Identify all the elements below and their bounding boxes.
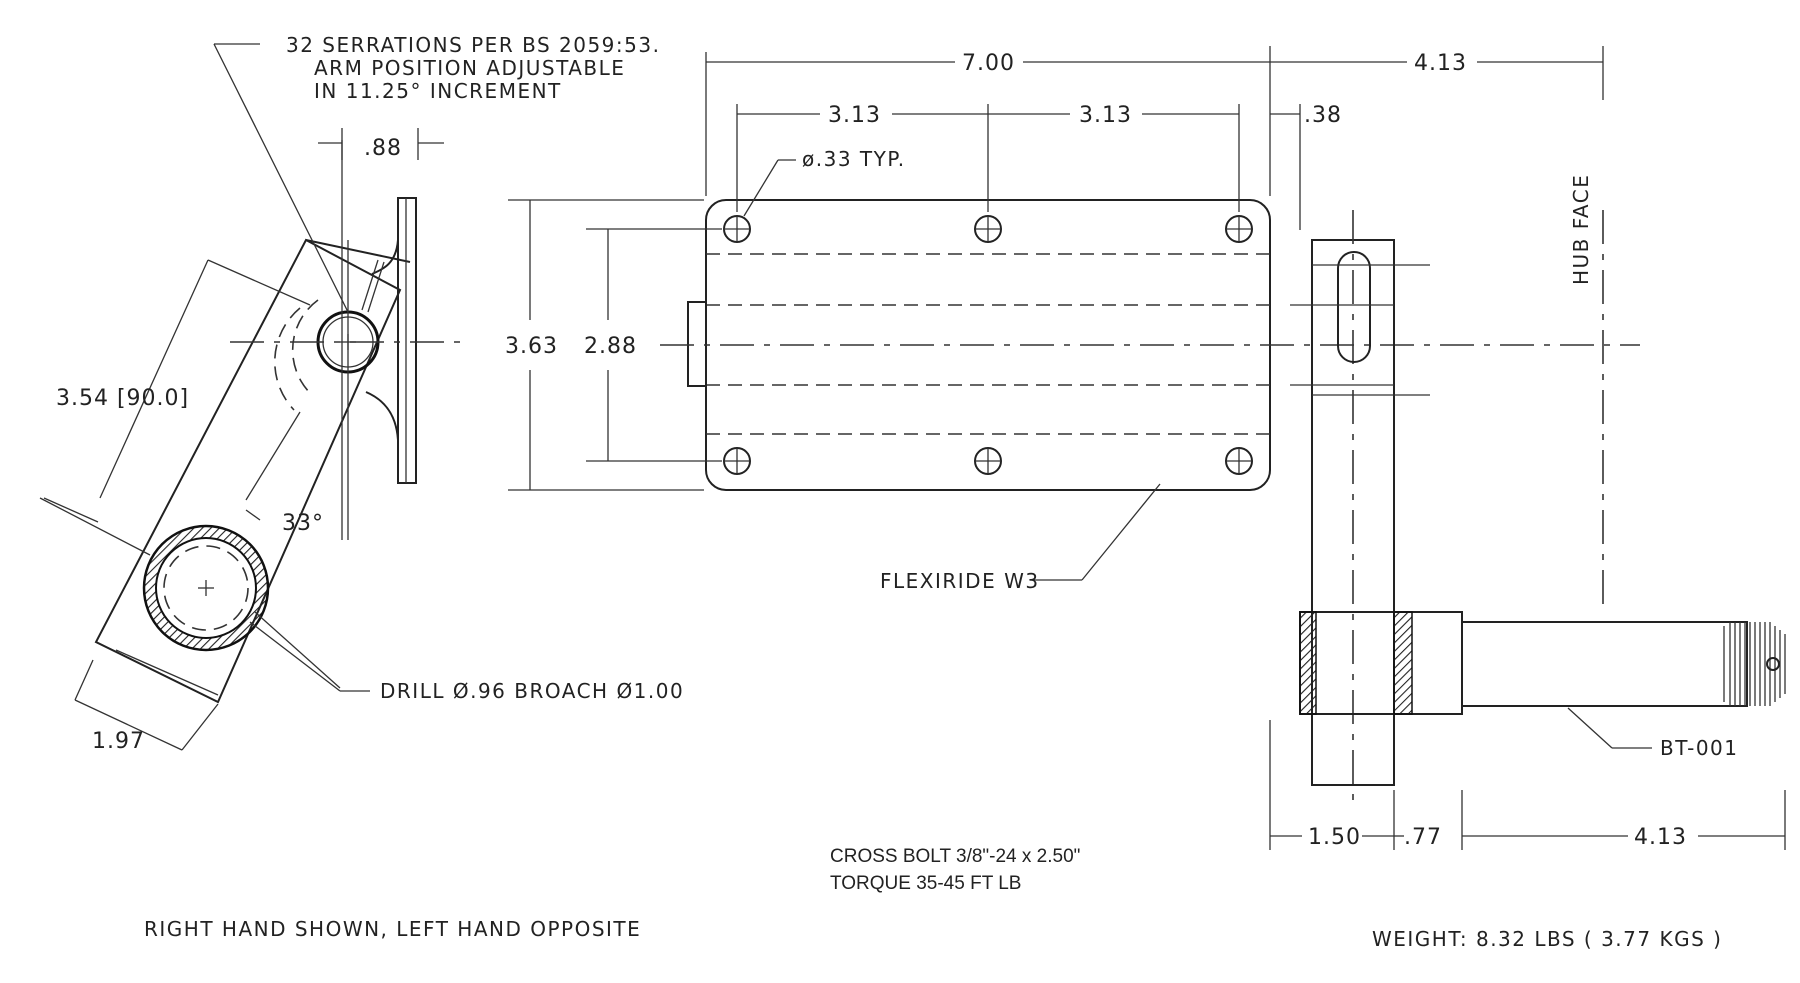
dim-413-top: 4.13 — [1414, 51, 1467, 76]
torque-note: TORQUE 35-45 FT LB — [830, 873, 1021, 894]
drawing-notes: 32 SERRATIONS PER BS 2059:53. ARM POSITI… — [144, 33, 1739, 951]
dim-363: 3.63 — [505, 334, 558, 359]
hub-block — [1299, 611, 1463, 715]
dimension-values: .88 3.54 [90.0] 33° 1.97 7.00 3.13 3.13 … — [56, 51, 1687, 850]
hand-note: RIGHT HAND SHOWN, LEFT HAND OPPOSITE — [144, 917, 641, 941]
mounting-holes — [723, 215, 1253, 475]
serrations-note-line2: ARM POSITION ADJUSTABLE — [314, 56, 625, 80]
dim-288: 2.88 — [584, 334, 637, 359]
cross-bolt — [1337, 251, 1371, 363]
stub-axle — [1461, 621, 1748, 707]
dim-077: .77 — [1404, 825, 1442, 850]
serrations-note-line3: IN 11.25° INCREMENT — [314, 79, 562, 103]
dim-038: .38 — [1304, 103, 1342, 128]
cross-bolt-note: CROSS BOLT 3/8"-24 x 2.50" — [830, 846, 1080, 867]
dim-354: 3.54 [90.0] — [56, 386, 189, 411]
stub-shaft — [687, 301, 707, 387]
dim-088: .88 — [364, 136, 402, 161]
dim-313-right: 3.13 — [1079, 103, 1132, 128]
flexiride-dimensions — [508, 46, 1271, 581]
spindle-view — [1290, 210, 1786, 800]
drill-note: DRILL Ø.96 BROACH Ø1.00 — [380, 679, 684, 703]
bt-label: BT-001 — [1660, 736, 1739, 760]
serrations-note-line1: 32 SERRATIONS PER BS 2059:53. — [286, 33, 660, 57]
arm-dimensions — [43, 43, 444, 751]
dim-150: 1.50 — [1308, 825, 1361, 850]
hub-face-label: HUB FACE — [1569, 174, 1593, 285]
mounting-plate — [397, 197, 417, 484]
spindle-dimensions — [1269, 46, 1786, 850]
axle-threads — [1723, 622, 1786, 706]
hole-typ-note: ø.33 TYP. — [802, 147, 906, 171]
dim-413-bottom: 4.13 — [1634, 825, 1687, 850]
arm-side-view — [39, 140, 465, 704]
flexiride-label: FLEXIRIDE W3 — [880, 569, 1040, 593]
dim-197: 1.97 — [92, 729, 145, 754]
arm-outline — [94, 238, 402, 704]
dim-313-left: 3.13 — [828, 103, 881, 128]
dim-33-degrees: 33° — [282, 511, 324, 536]
cotter-pin-hole — [1766, 657, 1780, 671]
dim-700: 7.00 — [962, 51, 1015, 76]
flexiride-top-view — [660, 199, 1640, 491]
weight-note: WEIGHT: 8.32 LBS ( 3.77 KGS ) — [1372, 927, 1722, 951]
